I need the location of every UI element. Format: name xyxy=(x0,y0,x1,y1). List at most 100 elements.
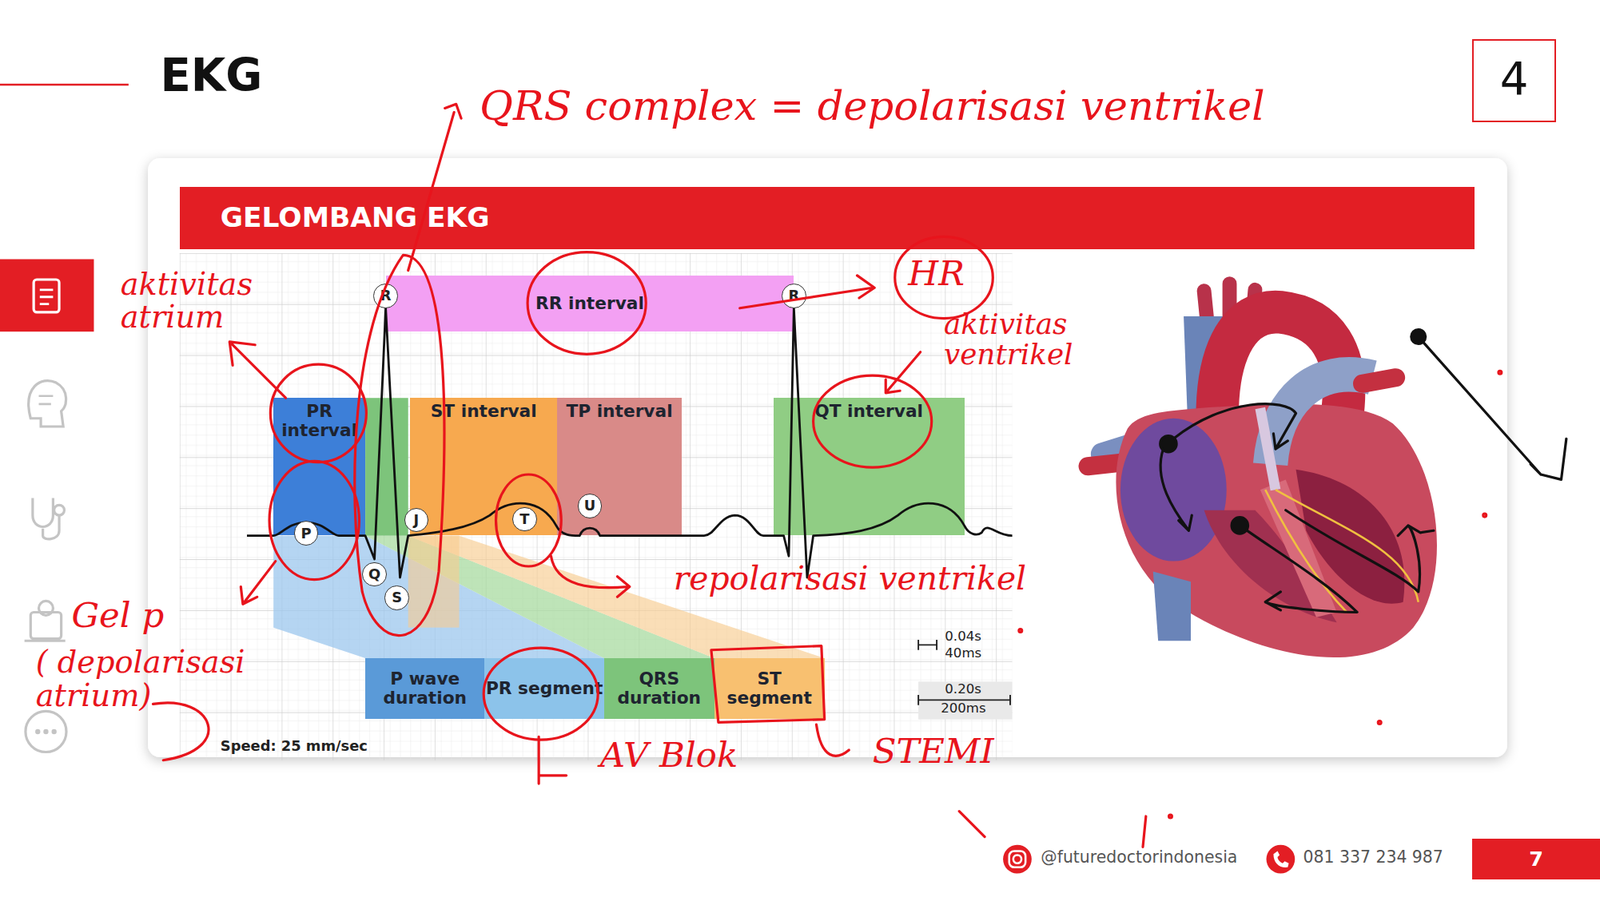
footer-icons xyxy=(1002,845,1295,875)
heart-illustration xyxy=(1204,510,1338,624)
annotation-note: aktivitas ventrikel xyxy=(943,309,1118,371)
wave-point-circle: S xyxy=(384,585,410,611)
annotation-note: Gel p xyxy=(71,597,204,635)
red-annotation-marks xyxy=(895,236,994,319)
interval-label: QRS duration xyxy=(604,669,715,709)
sidebar xyxy=(0,258,94,332)
phone-number: 081 337 234 987 xyxy=(1302,848,1477,867)
header-line xyxy=(0,83,129,85)
duration-bar: PR segment xyxy=(484,658,604,721)
red-annotation-marks xyxy=(815,724,849,757)
sidebar xyxy=(39,396,54,405)
red-annotation-marks xyxy=(538,736,566,785)
sidebar xyxy=(33,279,60,313)
slide-title: EKG xyxy=(159,51,263,101)
interval-label: PR interval xyxy=(273,401,366,442)
wave-point-circle: R xyxy=(781,283,807,309)
heart-illustration xyxy=(1115,404,1437,658)
black-flow-arrows xyxy=(1411,330,1426,345)
scale-marks xyxy=(918,640,937,651)
interval-label: QT interval xyxy=(814,401,924,422)
heart-illustration xyxy=(1270,374,1374,465)
black-flow-arrows xyxy=(1231,517,1248,534)
black-flow-arrows xyxy=(1173,404,1296,450)
tp-interval-band: TP interval xyxy=(557,398,682,536)
section-heading: GELOMBANG EKG xyxy=(220,202,490,234)
wave-point-circle: Q xyxy=(362,562,387,588)
wave-point-circle: R xyxy=(373,283,399,309)
scale-marks xyxy=(918,681,1012,720)
wave-point-letter: J xyxy=(413,512,420,529)
red-annotation-marks xyxy=(1483,513,1487,518)
wave-point-letter: P xyxy=(300,525,311,542)
red-annotation-marks xyxy=(1169,815,1173,819)
duration-fade xyxy=(273,536,605,659)
annotation-note: QRS complex = depolarisasi ventrikel xyxy=(479,83,1317,128)
qt-interval-band: QT interval xyxy=(773,398,965,536)
red-annotation-marks xyxy=(153,103,1502,848)
ecg-waveform xyxy=(246,308,1013,578)
heart-illustration xyxy=(1260,479,1338,617)
annotation-note: repolarisasi ventrikel xyxy=(673,561,1083,597)
content-card xyxy=(147,158,1508,758)
annotation-note: ( depolarisasi atrium) xyxy=(35,645,256,713)
red-annotation-marks xyxy=(711,646,825,724)
red-annotation-marks xyxy=(885,352,920,394)
interval-label: ST segment xyxy=(714,669,825,709)
interval-label: PR segment xyxy=(485,679,604,699)
footer-icons xyxy=(1013,855,1022,864)
heart-illustration xyxy=(1362,378,1397,385)
heart-illustration xyxy=(1217,312,1344,455)
duration-bar: ST segment xyxy=(714,658,825,721)
wave-point-circle: P xyxy=(294,521,319,546)
black-flow-arrows xyxy=(1285,510,1434,593)
page-number-box: 7 xyxy=(1472,839,1600,880)
sidebar xyxy=(30,612,61,639)
time-scale: 0.20s xyxy=(944,682,1007,697)
social-handle: @futuredoctorindonesia xyxy=(1040,848,1266,867)
header-line xyxy=(0,83,129,87)
black-flow-arrows xyxy=(1160,449,1192,531)
red-annotation-marks xyxy=(153,703,209,761)
heart-illustration xyxy=(1102,429,1184,455)
wave-point-circle: U xyxy=(577,493,603,519)
sidebar xyxy=(39,290,54,305)
red-annotation-marks xyxy=(240,561,275,605)
interval-label: P wave duration xyxy=(365,669,485,709)
time-scale: 0.04s xyxy=(944,629,1007,645)
duration-bar: P wave duration xyxy=(365,658,485,721)
time-scale: 40ms xyxy=(944,646,1007,661)
interval-label: ST interval xyxy=(430,401,538,422)
wave-point-letter: R xyxy=(380,287,392,304)
black-flow-arrows xyxy=(1160,435,1177,452)
red-annotation-marks xyxy=(527,252,646,355)
red-annotation-marks xyxy=(229,342,286,399)
pr-interval-band: PR interval xyxy=(273,398,366,536)
sidebar xyxy=(25,711,67,753)
red-annotation-marks xyxy=(1498,370,1502,375)
time-scale: 200ms xyxy=(940,701,1007,717)
black-flow-arrows xyxy=(1160,330,1567,613)
wave-point-letter: Q xyxy=(368,566,381,583)
page-number: 7 xyxy=(1528,847,1544,872)
slide-number-box: 4 xyxy=(1472,39,1557,124)
annotation-note: HR xyxy=(907,254,990,293)
sidebar xyxy=(39,600,54,616)
sidebar xyxy=(28,381,67,427)
heart-illustration xyxy=(1296,469,1405,605)
interval-label: RR interval xyxy=(535,294,645,314)
content-card xyxy=(147,158,1508,758)
ecg-grid xyxy=(179,253,1013,761)
footer-icons xyxy=(1002,845,1032,875)
scale-marks xyxy=(918,640,1012,721)
red-annotation-marks xyxy=(550,556,629,598)
sidebar xyxy=(51,729,56,735)
red-annotation-marks xyxy=(1377,721,1382,725)
interval-label: TP interval xyxy=(565,401,673,422)
black-flow-arrows xyxy=(1418,337,1567,481)
wave-point-circle: T xyxy=(512,507,538,533)
sidebar xyxy=(54,505,65,516)
ecg-grid xyxy=(179,253,1013,761)
heart-illustration xyxy=(1183,316,1237,452)
slide-number: 4 xyxy=(1500,55,1529,106)
